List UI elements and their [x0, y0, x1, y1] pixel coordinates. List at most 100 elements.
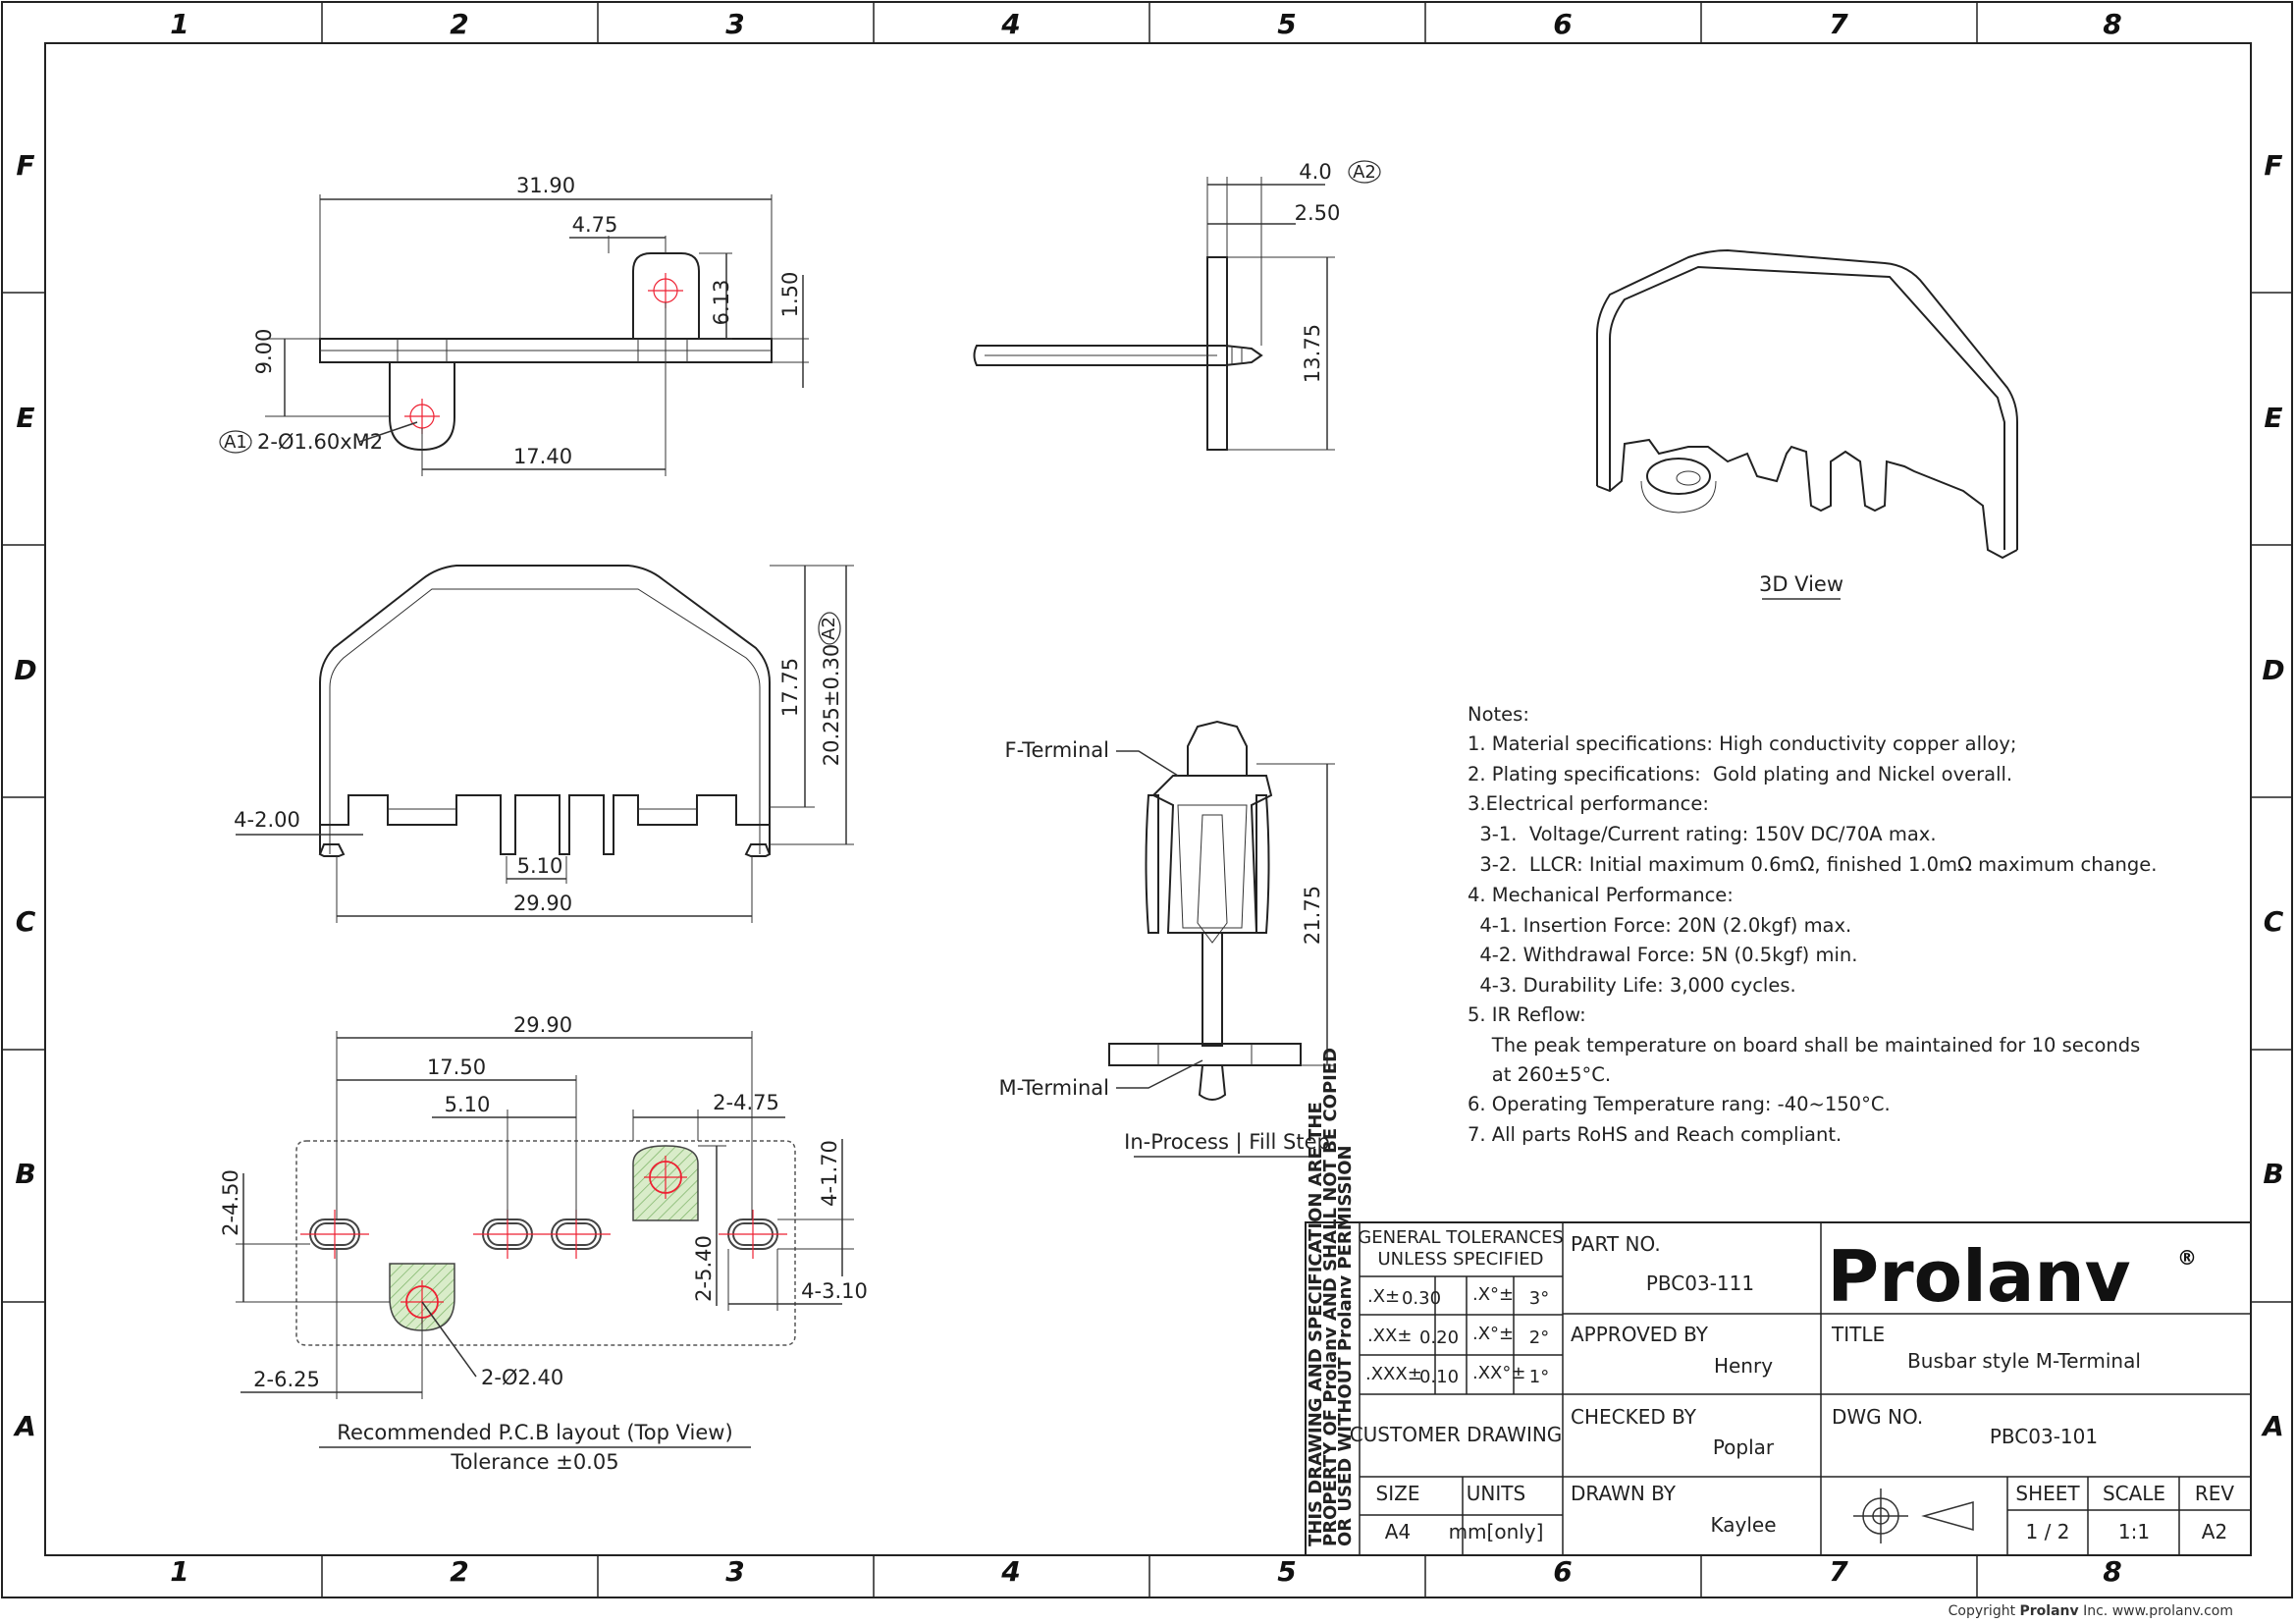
- units-value: mm[only]: [1449, 1520, 1544, 1543]
- note-line: 6. Operating Temperature rang: -40~150°C…: [1468, 1093, 1891, 1115]
- inprocess-dims: 21.75 F-Terminal M-Terminal In-Process |…: [998, 738, 1335, 1158]
- tol-header: GENERAL TOLERANCES: [1358, 1227, 1564, 1248]
- zone-col-label: 3: [725, 1555, 744, 1588]
- drawn-value: Kaylee: [1710, 1513, 1776, 1537]
- note-line: 3-2. LLCR: Initial maximum 0.6mΩ, finish…: [1468, 853, 2158, 876]
- approved-label: APPROVED BY: [1571, 1323, 1709, 1346]
- checked-value: Poplar: [1713, 1435, 1775, 1459]
- scale-label: SCALE: [2103, 1482, 2165, 1505]
- zone-col-label: 2: [450, 8, 468, 40]
- front-view-dims: 17.75 20.25±0.30 A2 4-2.00 5.10 29.90: [234, 565, 854, 923]
- tol-lin: .XXX±: [1365, 1364, 1422, 1384]
- drawn-label: DRAWN BY: [1571, 1482, 1677, 1505]
- sheet-value: 1 / 2: [2026, 1520, 2070, 1543]
- part-no-label: PART NO.: [1571, 1232, 1661, 1256]
- dim-label: 17.40: [513, 445, 572, 468]
- sheet-label: SHEET: [2015, 1482, 2080, 1505]
- zone-col-label: 3: [725, 8, 744, 40]
- iso-view-label: 3D View: [1759, 572, 1843, 596]
- rev-value: A2: [2202, 1520, 2227, 1543]
- zone-row-label: D: [14, 654, 36, 686]
- zone-row-label: E: [2264, 402, 2282, 434]
- zone-col-label: 6: [1553, 8, 1572, 40]
- rev-mark: A2: [1353, 162, 1376, 183]
- zone-col-label: 6: [1553, 1555, 1572, 1588]
- copyright-suffix: Inc. www.prolanv.com: [2079, 1603, 2233, 1619]
- m-terminal-label: M-Terminal: [998, 1076, 1109, 1100]
- tol-ang-value: 2°: [1529, 1327, 1549, 1348]
- pcb-layout: 29.90 17.50 5.10 2-4.75 2-4.50 4-1.70 2-…: [219, 1013, 868, 1474]
- dim-label: 29.90: [513, 892, 572, 915]
- notes-heading: Notes:: [1468, 703, 1529, 726]
- dim-label: 17.75: [778, 658, 802, 717]
- dim-label: 9.00: [252, 329, 276, 375]
- tol-header: UNLESS SPECIFIED: [1377, 1249, 1543, 1270]
- zone-col-label: 5: [1277, 8, 1296, 40]
- dim-label: 4-3.10: [801, 1279, 868, 1303]
- part-no-value: PBC03-111: [1646, 1272, 1754, 1295]
- zone-row-label: F: [2264, 149, 2282, 182]
- brand-logo: Prolanv: [1827, 1235, 2130, 1318]
- note-line: The peak temperature on board shall be m…: [1468, 1034, 2140, 1056]
- dim-label: 20.25±0.30: [820, 644, 843, 766]
- dwg-value: PBC03-101: [1990, 1425, 2098, 1448]
- title-label: TITLE: [1831, 1323, 1885, 1346]
- note-line: at 260±5°C.: [1468, 1063, 1611, 1086]
- dim-label: 2-4.50: [219, 1169, 242, 1236]
- zone-col-label: 4: [1000, 1555, 1020, 1588]
- zone-col-label: 2: [450, 1555, 468, 1588]
- dim-label: 5.10: [445, 1093, 491, 1116]
- dim-label: 4-1.70: [818, 1140, 841, 1207]
- disclaimer-line: OR USED WITHOUT Prolanv PERMISSION: [1335, 1145, 1356, 1546]
- checked-label: CHECKED BY: [1571, 1405, 1697, 1429]
- note-line: 3-1. Voltage/Current rating: 150V DC/70A…: [1468, 823, 1937, 845]
- zone-row-label: C: [2264, 905, 2284, 938]
- dim-label: 4-2.00: [234, 808, 300, 832]
- zone-col-label: 1: [170, 8, 188, 40]
- zone-row-label: F: [16, 149, 34, 182]
- projection-symbol-icon: [1853, 1489, 1974, 1543]
- dim-label: 29.90: [513, 1013, 572, 1037]
- dim-label: 2-Ø1.60xM2: [257, 430, 383, 454]
- zone-col-label: 7: [1829, 8, 1848, 40]
- dim-label: 2-6.25: [253, 1368, 320, 1391]
- dim-label: 6.13: [710, 280, 733, 326]
- front-view: 17.75 20.25±0.30 A2 4-2.00 5.10 29.90: [234, 565, 854, 923]
- note-line: 4. Mechanical Performance:: [1468, 884, 1734, 906]
- dim-label: 1.50: [778, 272, 802, 318]
- dim-label: 4.0: [1299, 160, 1331, 184]
- dim-label: 2-Ø2.40: [481, 1366, 563, 1389]
- copyright: Copyright Prolanv Inc. www.prolanv.com: [1949, 1603, 2233, 1619]
- tol-lin: .XX±: [1367, 1326, 1412, 1346]
- zone-labels-top: 1 2 3 4 5 6 7 8: [170, 8, 2121, 40]
- tol-lin-value: 0.20: [1419, 1327, 1459, 1348]
- dwg-label: DWG NO.: [1832, 1405, 1923, 1429]
- tol-ang-value: 3°: [1529, 1288, 1549, 1309]
- zone-labels-left: F E D C B A: [13, 149, 36, 1442]
- brand-logo-mark: ®: [2177, 1246, 2197, 1270]
- scale-value: 1:1: [2118, 1520, 2150, 1543]
- zone-row-label: C: [16, 905, 36, 938]
- units-label: UNITS: [1467, 1482, 1525, 1505]
- rev-mark: A1: [224, 432, 247, 453]
- title-block: THIS DRAWING AND SPECIFICATION ARE THE P…: [1305, 1048, 2252, 1556]
- dim-label: 2.50: [1295, 201, 1341, 225]
- zone-col-label: 1: [170, 1555, 188, 1588]
- zone-row-label: D: [2262, 654, 2284, 686]
- approved-value: Henry: [1714, 1354, 1773, 1378]
- rev-mark: A2: [819, 617, 839, 640]
- zone-col-label: 5: [1277, 1555, 1296, 1588]
- tol-ang: .XX°±: [1472, 1363, 1525, 1383]
- tol-lin: .X±: [1367, 1286, 1400, 1307]
- inprocess-view: 21.75 F-Terminal M-Terminal In-Process |…: [998, 720, 1335, 1158]
- dim-label: 21.75: [1301, 886, 1324, 945]
- dim-label: 4.75: [572, 213, 618, 237]
- pcb-title: Recommended P.C.B layout (Top View): [337, 1421, 732, 1444]
- f-terminal-label: F-Terminal: [1005, 738, 1109, 762]
- disclaimer-line: PROPERTY OF Prolanv AND SHALL NOT BE COP…: [1320, 1048, 1341, 1546]
- inner-border: [44, 42, 2252, 1556]
- copyright-brand: Prolanv: [2020, 1603, 2079, 1619]
- dim-label: 31.90: [516, 174, 575, 197]
